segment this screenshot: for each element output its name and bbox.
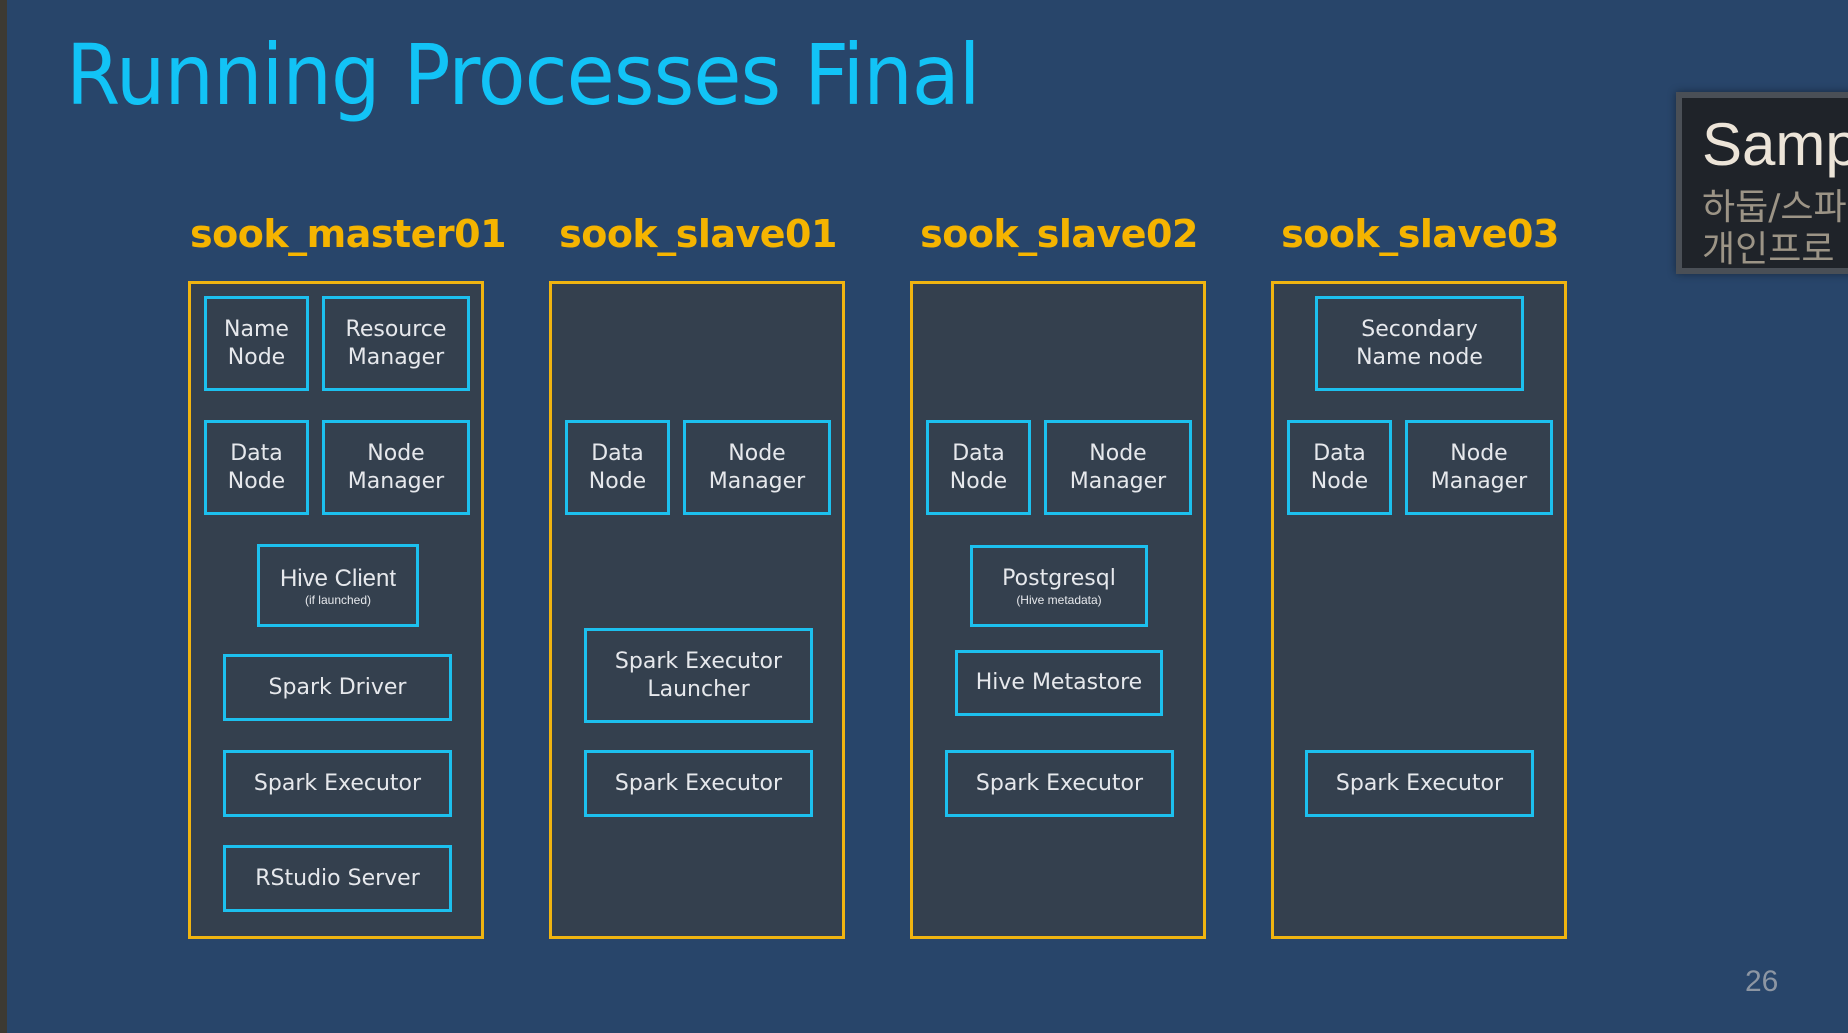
process-spark-driver: Spark Driver — [223, 654, 452, 721]
process-spark-executor: Spark Executor — [223, 750, 452, 817]
process-label: Postgresql — [1002, 566, 1116, 591]
process-data-node: Data Node — [1287, 420, 1392, 515]
host-label-master01: sook_master01 — [190, 212, 507, 256]
process-label: RStudio Server — [255, 865, 420, 891]
process-node-manager: Node Manager — [1405, 420, 1553, 515]
process-label: Spark Executor — [614, 770, 783, 796]
process-label: Secondary — [1361, 316, 1478, 342]
process-data-node: Data Node — [926, 420, 1031, 515]
process-label: Data — [230, 440, 283, 466]
process-sublabel: (if launched) — [304, 592, 372, 607]
process-rstudio-server: RStudio Server — [223, 845, 452, 912]
process-label: Node — [1089, 440, 1147, 466]
process-spark-executor-launcher: Spark Executor Launcher — [584, 628, 813, 723]
process-label: Node — [1310, 468, 1369, 494]
process-label: Spark Driver — [268, 674, 407, 700]
process-hive-metastore: Hive Metastore — [955, 650, 1163, 716]
process-label: Name node — [1356, 344, 1483, 370]
process-label: Node — [1450, 440, 1508, 466]
process-sublabel: (Hive metadata) — [1016, 593, 1102, 607]
process-label: Data — [952, 440, 1005, 466]
process-label: Spark Executor — [614, 648, 783, 674]
process-label: Node — [227, 344, 286, 370]
process-node-manager: Node Manager — [1044, 420, 1192, 515]
overlay-line: 개인프로 — [1702, 229, 1835, 270]
process-label: Spark Executor — [1335, 770, 1504, 796]
process-label: Node — [367, 440, 425, 466]
process-label: Hive Metastore — [975, 670, 1143, 695]
process-hive-client: Hive Client (if launched) — [257, 544, 419, 627]
process-secondary-name-node: Secondary Name node — [1315, 296, 1524, 391]
process-resource-manager: Resource Manager — [322, 296, 470, 391]
process-name-node: Name Node — [204, 296, 309, 391]
process-data-node: Data Node — [565, 420, 670, 515]
process-label: Name — [224, 316, 289, 342]
process-label: Manager — [347, 344, 445, 370]
process-label: Data — [1313, 440, 1366, 466]
process-spark-executor: Spark Executor — [945, 750, 1174, 817]
process-node-manager: Node Manager — [322, 420, 470, 515]
process-label: Launcher — [647, 676, 750, 702]
process-label: Node — [227, 468, 286, 494]
host-label-slave03: sook_slave03 — [1281, 212, 1559, 256]
process-label: Resource — [345, 316, 447, 342]
process-label: Node — [949, 468, 1008, 494]
process-label: Manager — [1069, 468, 1167, 494]
process-spark-executor: Spark Executor — [1305, 750, 1534, 817]
process-node-manager: Node Manager — [683, 420, 831, 515]
process-label: Node — [728, 440, 786, 466]
process-label: Manager — [708, 468, 806, 494]
host-label-slave02: sook_slave02 — [920, 212, 1198, 256]
process-label: Hive Client — [279, 564, 397, 592]
process-data-node: Data Node — [204, 420, 309, 515]
host-label-slave01: sook_slave01 — [559, 212, 837, 256]
overlay-line: 하둡/스파 — [1702, 187, 1847, 228]
process-label: Spark Executor — [253, 770, 422, 796]
process-label: Spark Executor — [975, 770, 1144, 796]
window-edge — [0, 0, 7, 1033]
process-spark-executor: Spark Executor — [584, 750, 813, 817]
process-label: Data — [591, 440, 644, 466]
overlay-title: Samp — [1702, 111, 1848, 178]
process-postgresql: Postgresql (Hive metadata) — [970, 545, 1148, 627]
video-overlay-panel[interactable]: Samp 하둡/스파 개인프로 — [1676, 92, 1848, 274]
process-label: Manager — [347, 468, 445, 494]
page-number: 26 — [1745, 965, 1779, 998]
host-box-slave01 — [549, 281, 845, 939]
slide-title: Running Processes Final — [66, 26, 980, 124]
process-label: Node — [588, 468, 647, 494]
process-label: Manager — [1430, 468, 1528, 494]
